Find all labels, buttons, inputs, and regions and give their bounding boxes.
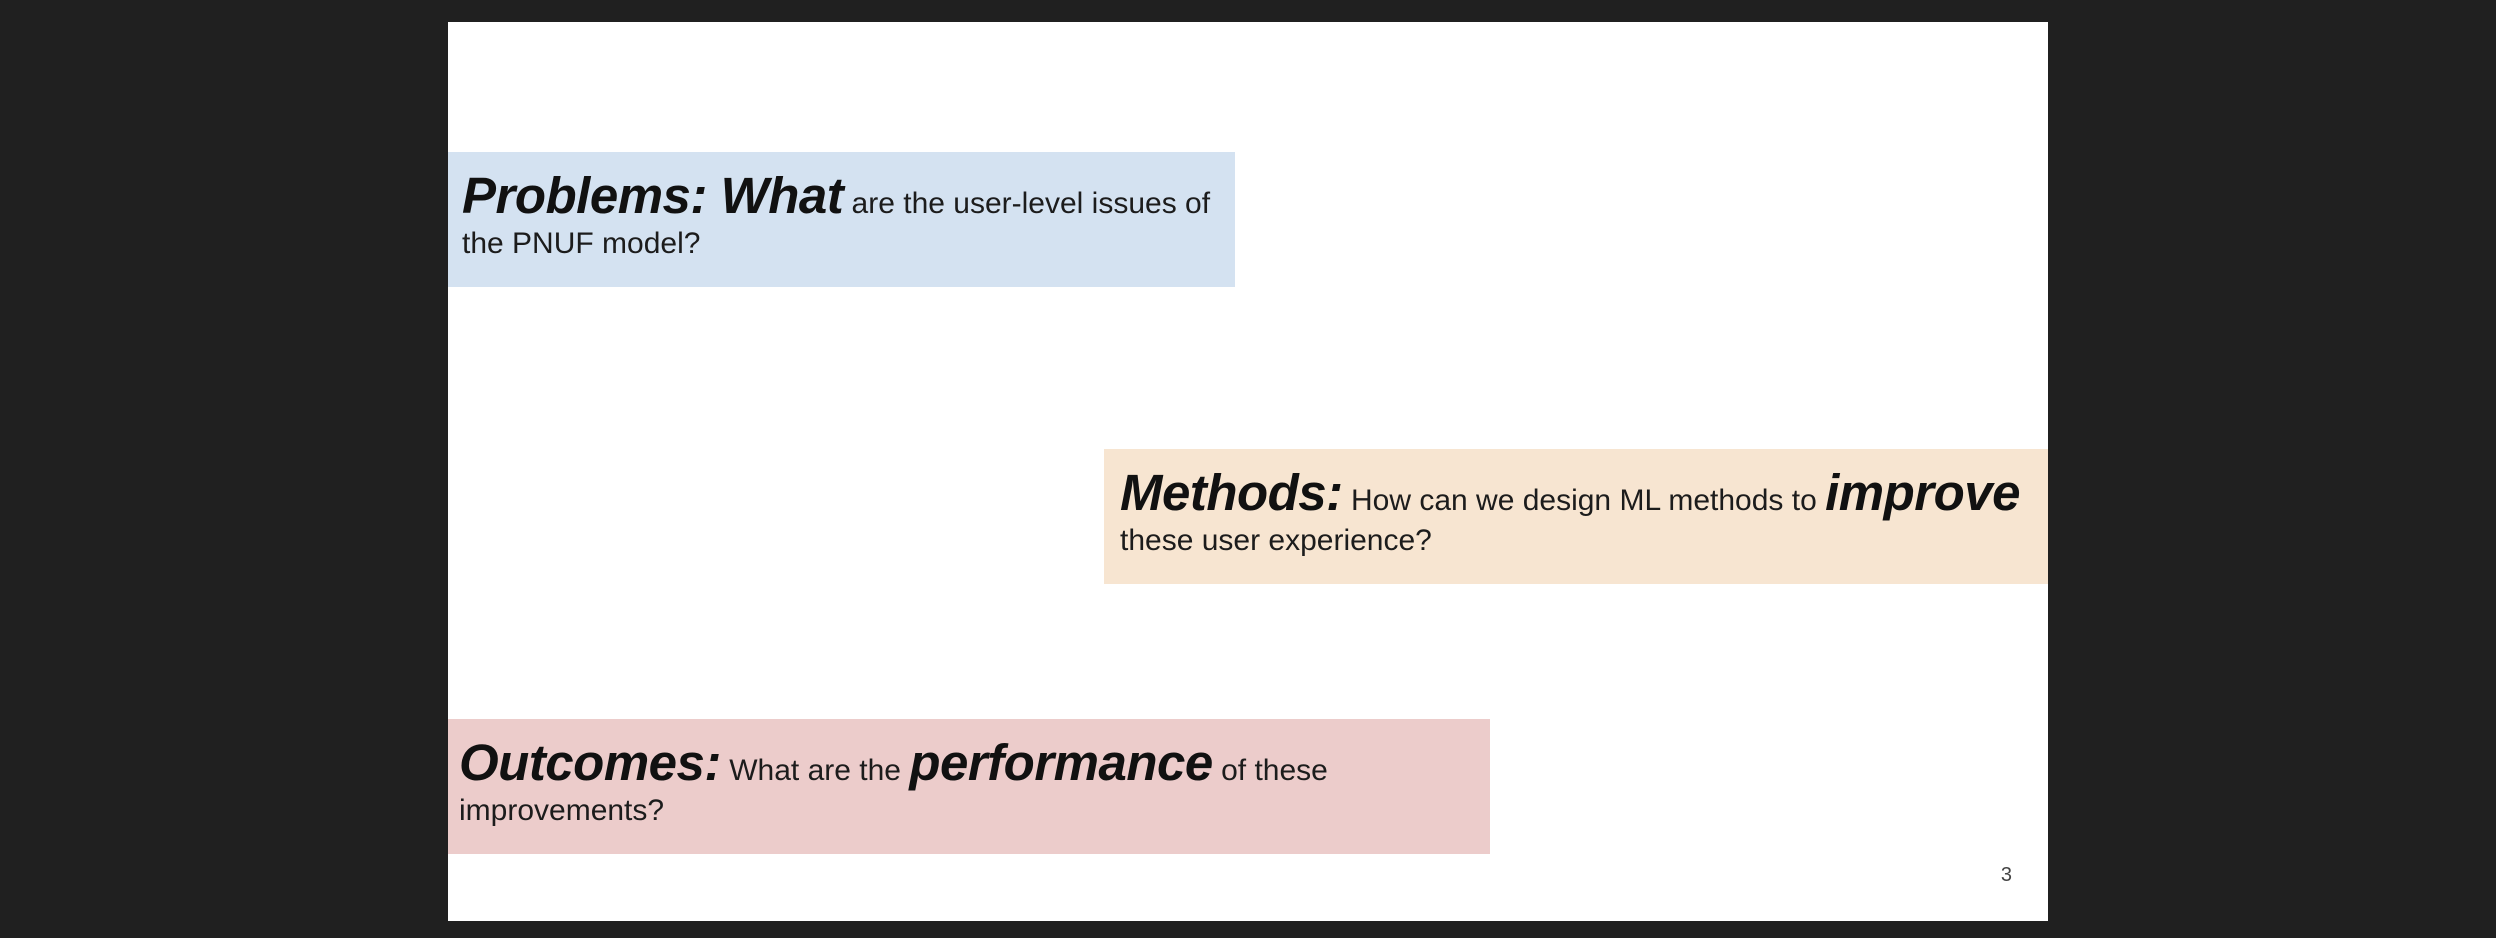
outcomes-text-1: What are the [720, 754, 910, 787]
outcomes-text-2: of these [1212, 754, 1328, 787]
problems-line-1: Problems: What are the user-level issues… [462, 166, 1221, 226]
methods-heading: Methods: [1120, 464, 1343, 521]
problems-box: Problems: What are the user-level issues… [448, 152, 1235, 287]
outcomes-line-1: Outcomes: What are the performance of th… [459, 733, 1476, 793]
outcomes-heading: Outcomes: [459, 734, 721, 791]
methods-text-2: these user experience? [1120, 524, 1432, 557]
problems-text-2: the PNUF model? [462, 227, 701, 260]
problems-heading: Problems: What [462, 167, 844, 224]
outcomes-emphasis: performance [909, 734, 1213, 791]
page-number: 3 [2000, 864, 2012, 886]
methods-text-1: How can we design ML methods to [1342, 484, 1826, 517]
outcomes-box: Outcomes: What are the performance of th… [448, 719, 1490, 854]
methods-line-1: Methods: How can we design ML methods to… [1120, 463, 2034, 523]
methods-box: Methods: How can we design ML methods to… [1104, 449, 2048, 584]
outcomes-text-3: improvements? [459, 794, 665, 827]
problems-text-1: are the user-level issues of [843, 187, 1211, 220]
methods-emphasis: improve [1825, 464, 2021, 521]
presentation-slide: Problems: What are the user-level issues… [448, 22, 2048, 921]
